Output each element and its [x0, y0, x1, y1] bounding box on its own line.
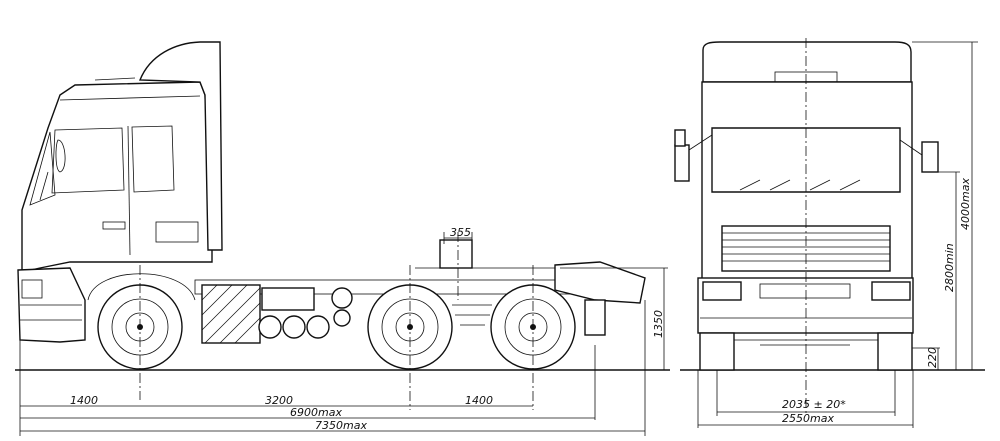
- dim-overall-height: 4000max: [959, 178, 972, 230]
- cab-body: [21, 81, 213, 273]
- front-view: 4000max 2800min 220 2035 ± 20* 2550max: [674, 38, 985, 428]
- fuel-tank: [201, 284, 261, 344]
- air-tank: [331, 287, 353, 309]
- front-left-tire: [699, 332, 735, 371]
- rear-window: [131, 125, 175, 193]
- mud-flap: [584, 299, 606, 336]
- side-step-panel: [155, 221, 199, 243]
- side-view: 355 1350 1400 3200 1400 6900max 7350max: [15, 41, 670, 436]
- door-line: [127, 125, 131, 256]
- windshield-edge: [29, 131, 56, 206]
- left-headlight: [702, 281, 742, 301]
- dim-fifth-wheel-offset: 355: [450, 226, 471, 239]
- left-mirror: [674, 144, 690, 182]
- front-right-tire: [877, 332, 913, 371]
- mirror: [55, 139, 66, 173]
- dim-cab-height: 2800min: [943, 243, 956, 292]
- door-handle: [102, 221, 126, 230]
- dim-frame-length: 6900max: [290, 406, 342, 419]
- rear-fender: [554, 261, 646, 304]
- right-headlight: [871, 281, 911, 301]
- fifth-wheel: [439, 239, 473, 269]
- dim-fifth-wheel-height: 1350: [652, 310, 665, 338]
- wipers: [739, 179, 861, 191]
- dim-rear-axle-spacing: 1400: [465, 394, 493, 407]
- front-roof-spoiler: [702, 41, 912, 83]
- headlight: [21, 279, 43, 299]
- bogie-spring: [452, 304, 492, 326]
- air-tank: [282, 315, 306, 339]
- right-mirror: [921, 141, 939, 173]
- fuel-tank-hatch: [201, 284, 261, 344]
- dim-wheelbase: 3200: [265, 394, 293, 407]
- dim-track-width: 2035 ± 20*: [782, 398, 846, 411]
- dim-front-overhang: 1400: [70, 394, 98, 407]
- dim-overall-width: 2550max: [782, 412, 834, 425]
- air-tank: [306, 315, 330, 339]
- dim-ground-clearance: 220: [926, 347, 939, 368]
- air-tank: [258, 315, 282, 339]
- air-tank: [333, 309, 351, 327]
- dim-overall-length: 7350max: [315, 419, 367, 432]
- battery-box: [261, 287, 315, 311]
- roof-spoiler: [138, 41, 223, 251]
